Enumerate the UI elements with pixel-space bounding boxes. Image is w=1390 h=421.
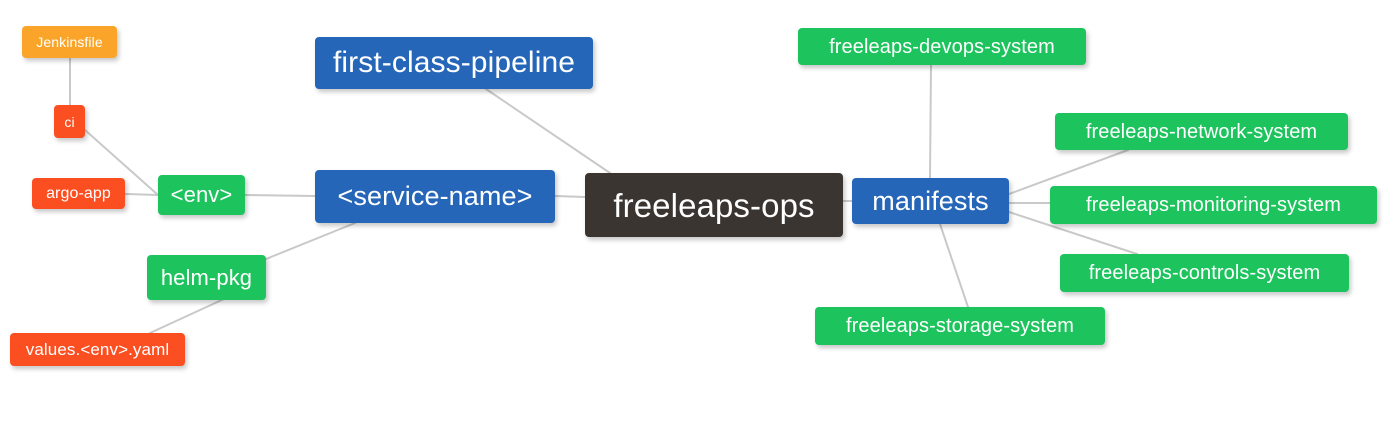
edge-service-name-to-freeleaps-ops [554,195,586,198]
edge-helm-pkg-to-service-name [265,222,356,260]
node-freeleaps-network-system[interactable]: freeleaps-network-system [1055,113,1348,150]
node-label-service-name: <service-name> [337,181,533,211]
edge-first-class-pipeline-to-freeleaps-ops [485,88,611,174]
edge-argo-app-to-env [124,193,159,196]
node-label-freeleaps-ops: freeleaps-ops [613,186,815,224]
node-label-jenkinsfile: Jenkinsfile [36,34,103,50]
node-freeleaps-devops-system[interactable]: freeleaps-devops-system [798,28,1086,65]
node-label-freeleaps-monitoring-system: freeleaps-monitoring-system [1085,194,1341,216]
node-label-freeleaps-devops-system: freeleaps-devops-system [829,35,1055,58]
node-label-ci: ci [64,113,75,130]
node-freeleaps-monitoring-system[interactable]: freeleaps-monitoring-system [1050,186,1377,224]
edge-manifests-to-freeleaps-devops-system [929,64,932,179]
node-manifests[interactable]: manifests [852,178,1009,224]
node-label-env: <env> [170,182,233,207]
node-values-yaml[interactable]: values.<env>.yaml [10,333,185,366]
node-freeleaps-ops[interactable]: freeleaps-ops [585,173,843,237]
node-freeleaps-controls-system[interactable]: freeleaps-controls-system [1060,254,1349,292]
node-label-manifests: manifests [872,185,989,216]
node-label-freeleaps-network-system: freeleaps-network-system [1085,120,1318,143]
node-label-values-yaml: values.<env>.yaml [25,340,170,359]
node-ci[interactable]: ci [54,105,85,138]
node-service-name[interactable]: <service-name> [315,170,555,223]
node-jenkinsfile[interactable]: Jenkinsfile [22,26,117,58]
node-env[interactable]: <env> [158,175,245,215]
node-argo-app[interactable]: argo-app [32,178,125,209]
node-label-freeleaps-storage-system: freeleaps-storage-system [845,315,1075,337]
node-label-first-class-pipeline: first-class-pipeline [332,46,576,79]
edge-env-to-service-name [244,194,316,197]
node-freeleaps-storage-system[interactable]: freeleaps-storage-system [815,307,1105,345]
node-helm-pkg[interactable]: helm-pkg [147,255,266,300]
edge-manifests-to-freeleaps-storage-system [939,223,969,308]
node-label-argo-app: argo-app [46,184,111,202]
node-first-class-pipeline[interactable]: first-class-pipeline [315,37,593,89]
node-label-helm-pkg: helm-pkg [160,264,253,290]
node-label-freeleaps-controls-system: freeleaps-controls-system [1088,262,1321,284]
